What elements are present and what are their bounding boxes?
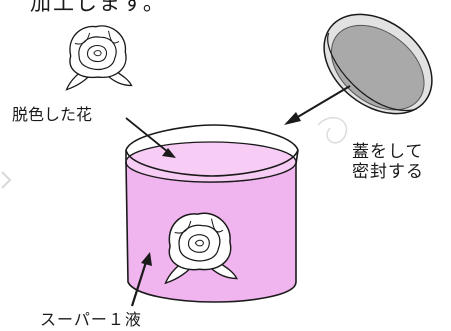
- liquid-label: スーパー１液: [40, 310, 142, 329]
- jar-right-wall: [295, 149, 299, 165]
- liquid-arrow: [130, 252, 152, 307]
- jar-front-rim: [125, 149, 299, 177]
- lid-instruction-line2: 密封する: [352, 162, 424, 182]
- jar-back-rim: [125, 124, 299, 151]
- lid-arrow: [284, 85, 351, 125]
- faint-swirl: [317, 116, 348, 144]
- flower-arrow: [125, 117, 176, 158]
- faint-left-arrow: [1, 171, 12, 189]
- rose-icon-loose: [65, 25, 133, 91]
- lid-icon: [323, 13, 433, 115]
- top-partial-text: 加工します。: [30, 0, 166, 15]
- lid-instruction-line1: 蓋をして: [352, 142, 424, 162]
- decolored-flower-label: 脱色した花: [12, 105, 93, 124]
